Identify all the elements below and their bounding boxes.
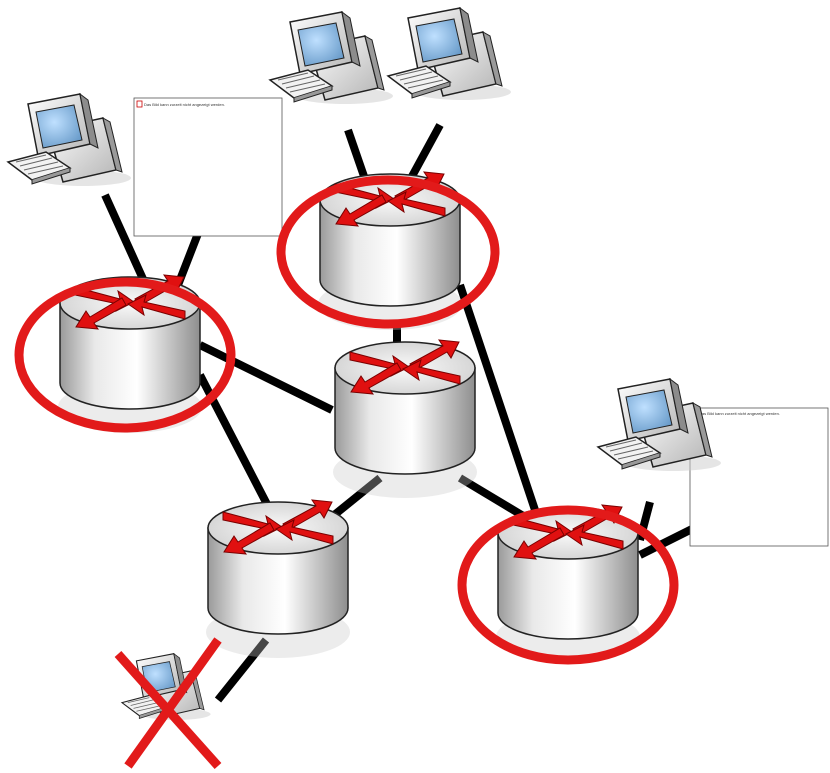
cross-stroke-b xyxy=(124,637,222,769)
broken-image-icon xyxy=(136,100,143,108)
host-top-left xyxy=(7,93,132,187)
link-host-top-left-router-left xyxy=(101,193,152,292)
placeholder-right: Das Bild kann zurzeit nicht angezeigt we… xyxy=(689,407,829,547)
placeholder-top: Das Bild kann zurzeit nicht angezeigt we… xyxy=(133,97,283,237)
placeholder-top-frame xyxy=(133,97,283,237)
host-top-a xyxy=(269,11,394,105)
router-top xyxy=(317,171,463,331)
link-router-top-router-right xyxy=(456,283,544,527)
router-center xyxy=(332,339,478,499)
link-router-center-router-right xyxy=(457,474,533,524)
host-top-b xyxy=(387,7,512,101)
highlight-rings xyxy=(14,175,679,665)
highlight-ring-router-top xyxy=(276,175,500,329)
router-left xyxy=(57,274,203,434)
failed-host-cross xyxy=(114,637,222,769)
placeholder-top-text: Das Bild kann zurzeit nicht angezeigt we… xyxy=(144,102,225,107)
host-right xyxy=(597,378,722,472)
highlight-ring-router-left xyxy=(14,277,236,433)
highlight-ring-router-right xyxy=(457,505,679,665)
link-host-top-b-router-top xyxy=(406,123,444,182)
placeholder-right-text: Das Bild kann zurzeit nicht angezeigt we… xyxy=(699,411,780,416)
router-bottom xyxy=(205,499,351,659)
link-router-left-router-center xyxy=(198,341,334,414)
placeholder-right-frame xyxy=(689,407,829,547)
router-right xyxy=(495,504,641,664)
